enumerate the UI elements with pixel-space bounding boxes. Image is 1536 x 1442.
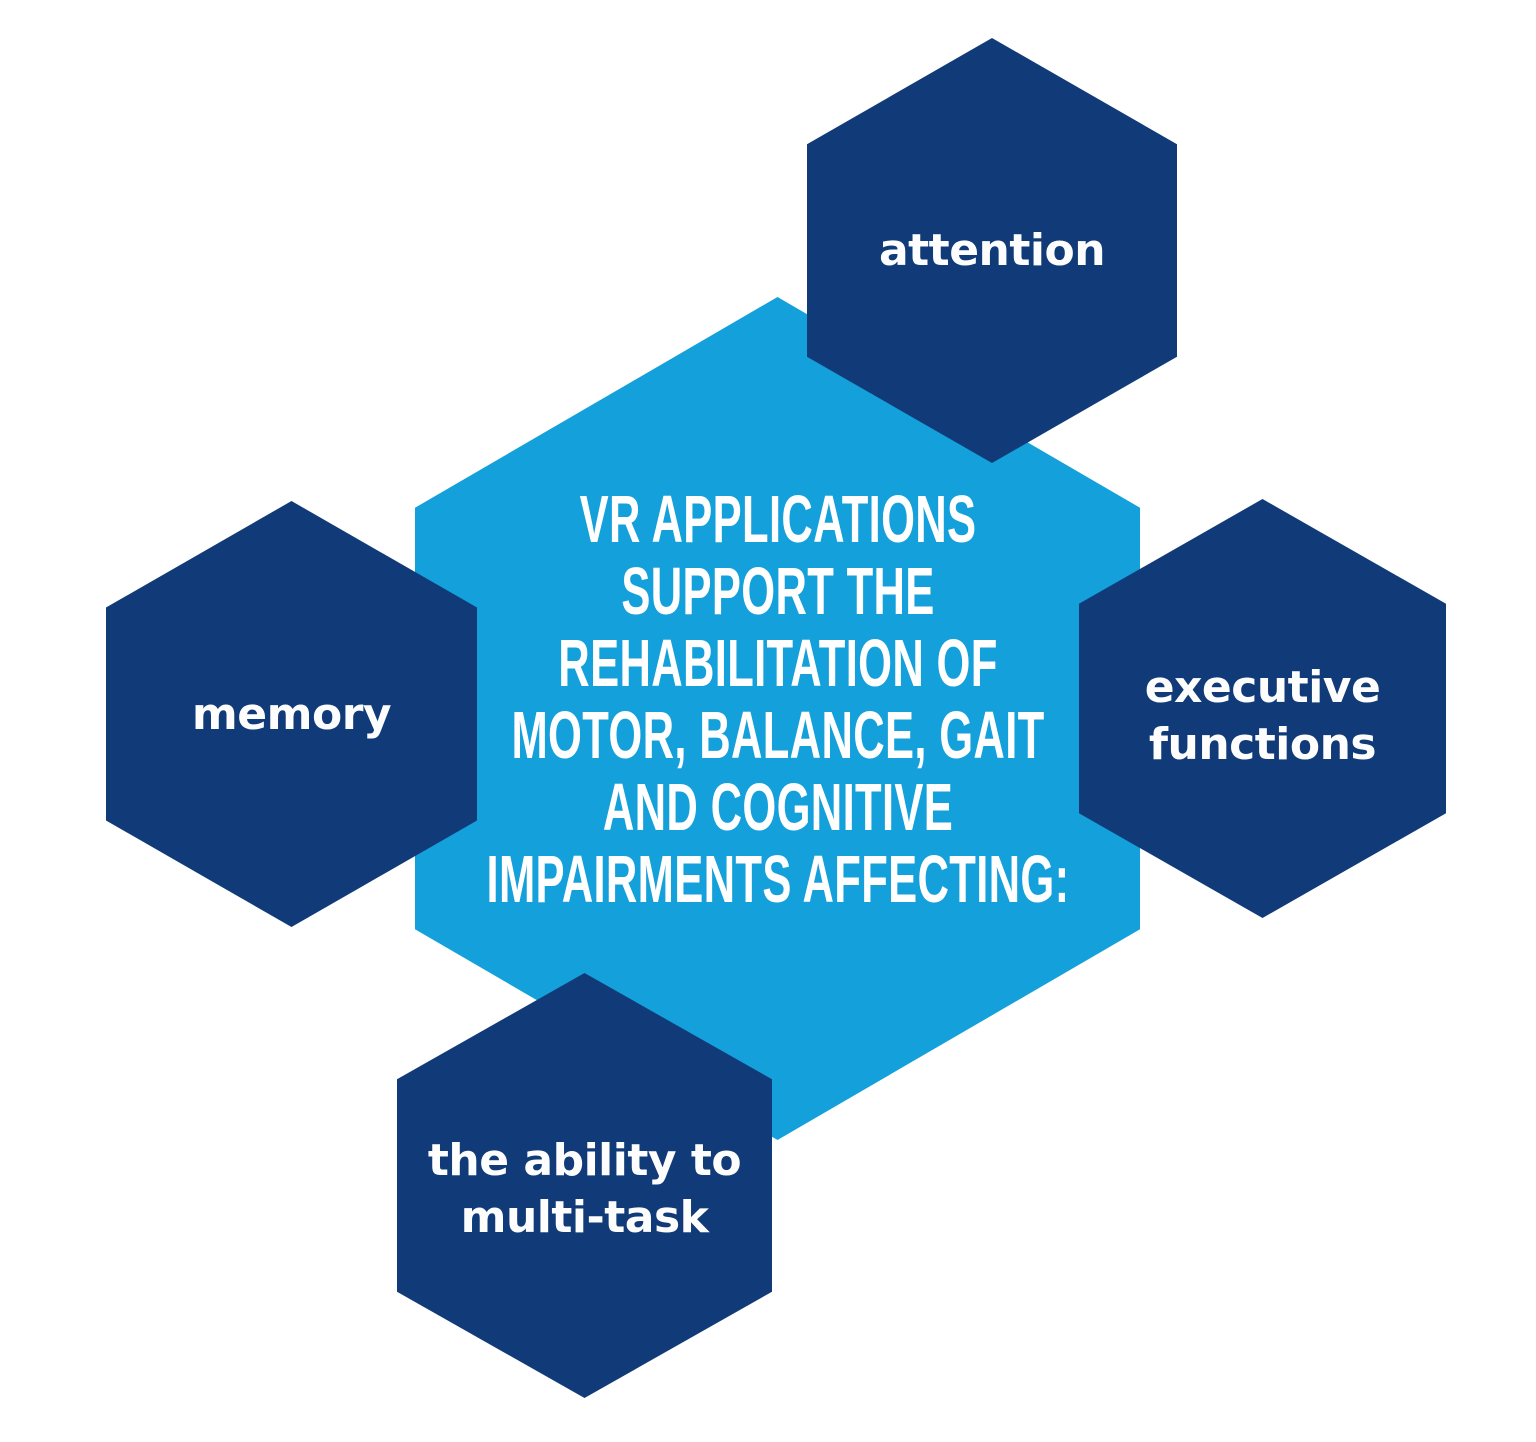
hexagon-attention-label: attention [878, 225, 1106, 276]
center-hexagon-headline: VR APPLICATIONS SUPPORT THE REHABILITATI… [486, 482, 1070, 917]
hexagon-multi-task-label: the ability to multi-task [427, 1135, 742, 1243]
hexagon-executive-functions-label: executive functions [1144, 662, 1381, 770]
hexagon-multi-task: the ability to multi-task [397, 973, 772, 1398]
hexagon-memory-label: memory [191, 689, 392, 740]
